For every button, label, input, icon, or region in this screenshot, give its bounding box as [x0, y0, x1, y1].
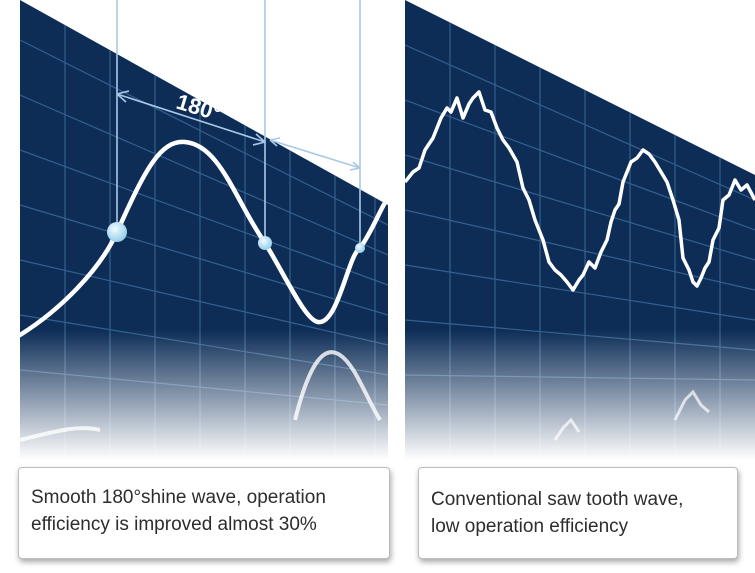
caption-line-2: low operation efficiency	[431, 516, 629, 537]
phase-marker-1	[107, 222, 127, 242]
sawtooth-wave-panel	[405, 0, 755, 460]
bottom-fade	[20, 330, 388, 460]
angle-label-small: 180°	[304, 137, 334, 159]
dimension-markers	[116, 0, 361, 248]
caption-line-2: efficiency is improved almost 30%	[31, 514, 317, 535]
sawtooth-wave-line	[405, 90, 755, 292]
sawtooth-wave-graphic	[405, 0, 755, 460]
phase-marker-2	[258, 236, 272, 250]
bottom-fade	[405, 330, 755, 460]
caption-line-1: Smooth 180°shine wave, operation	[31, 487, 326, 508]
phase-marker-3	[355, 243, 365, 253]
sine-wave-caption: Smooth 180°shine wave, operation efficie…	[18, 467, 390, 559]
sine-wave-panel: 180° 180°	[20, 0, 388, 460]
sine-wave-graphic: 180° 180°	[20, 0, 388, 460]
caption-line-1: Conventional saw tooth wave,	[431, 489, 684, 510]
sawtooth-wave-caption: Conventional saw tooth wave, low operati…	[418, 467, 738, 559]
